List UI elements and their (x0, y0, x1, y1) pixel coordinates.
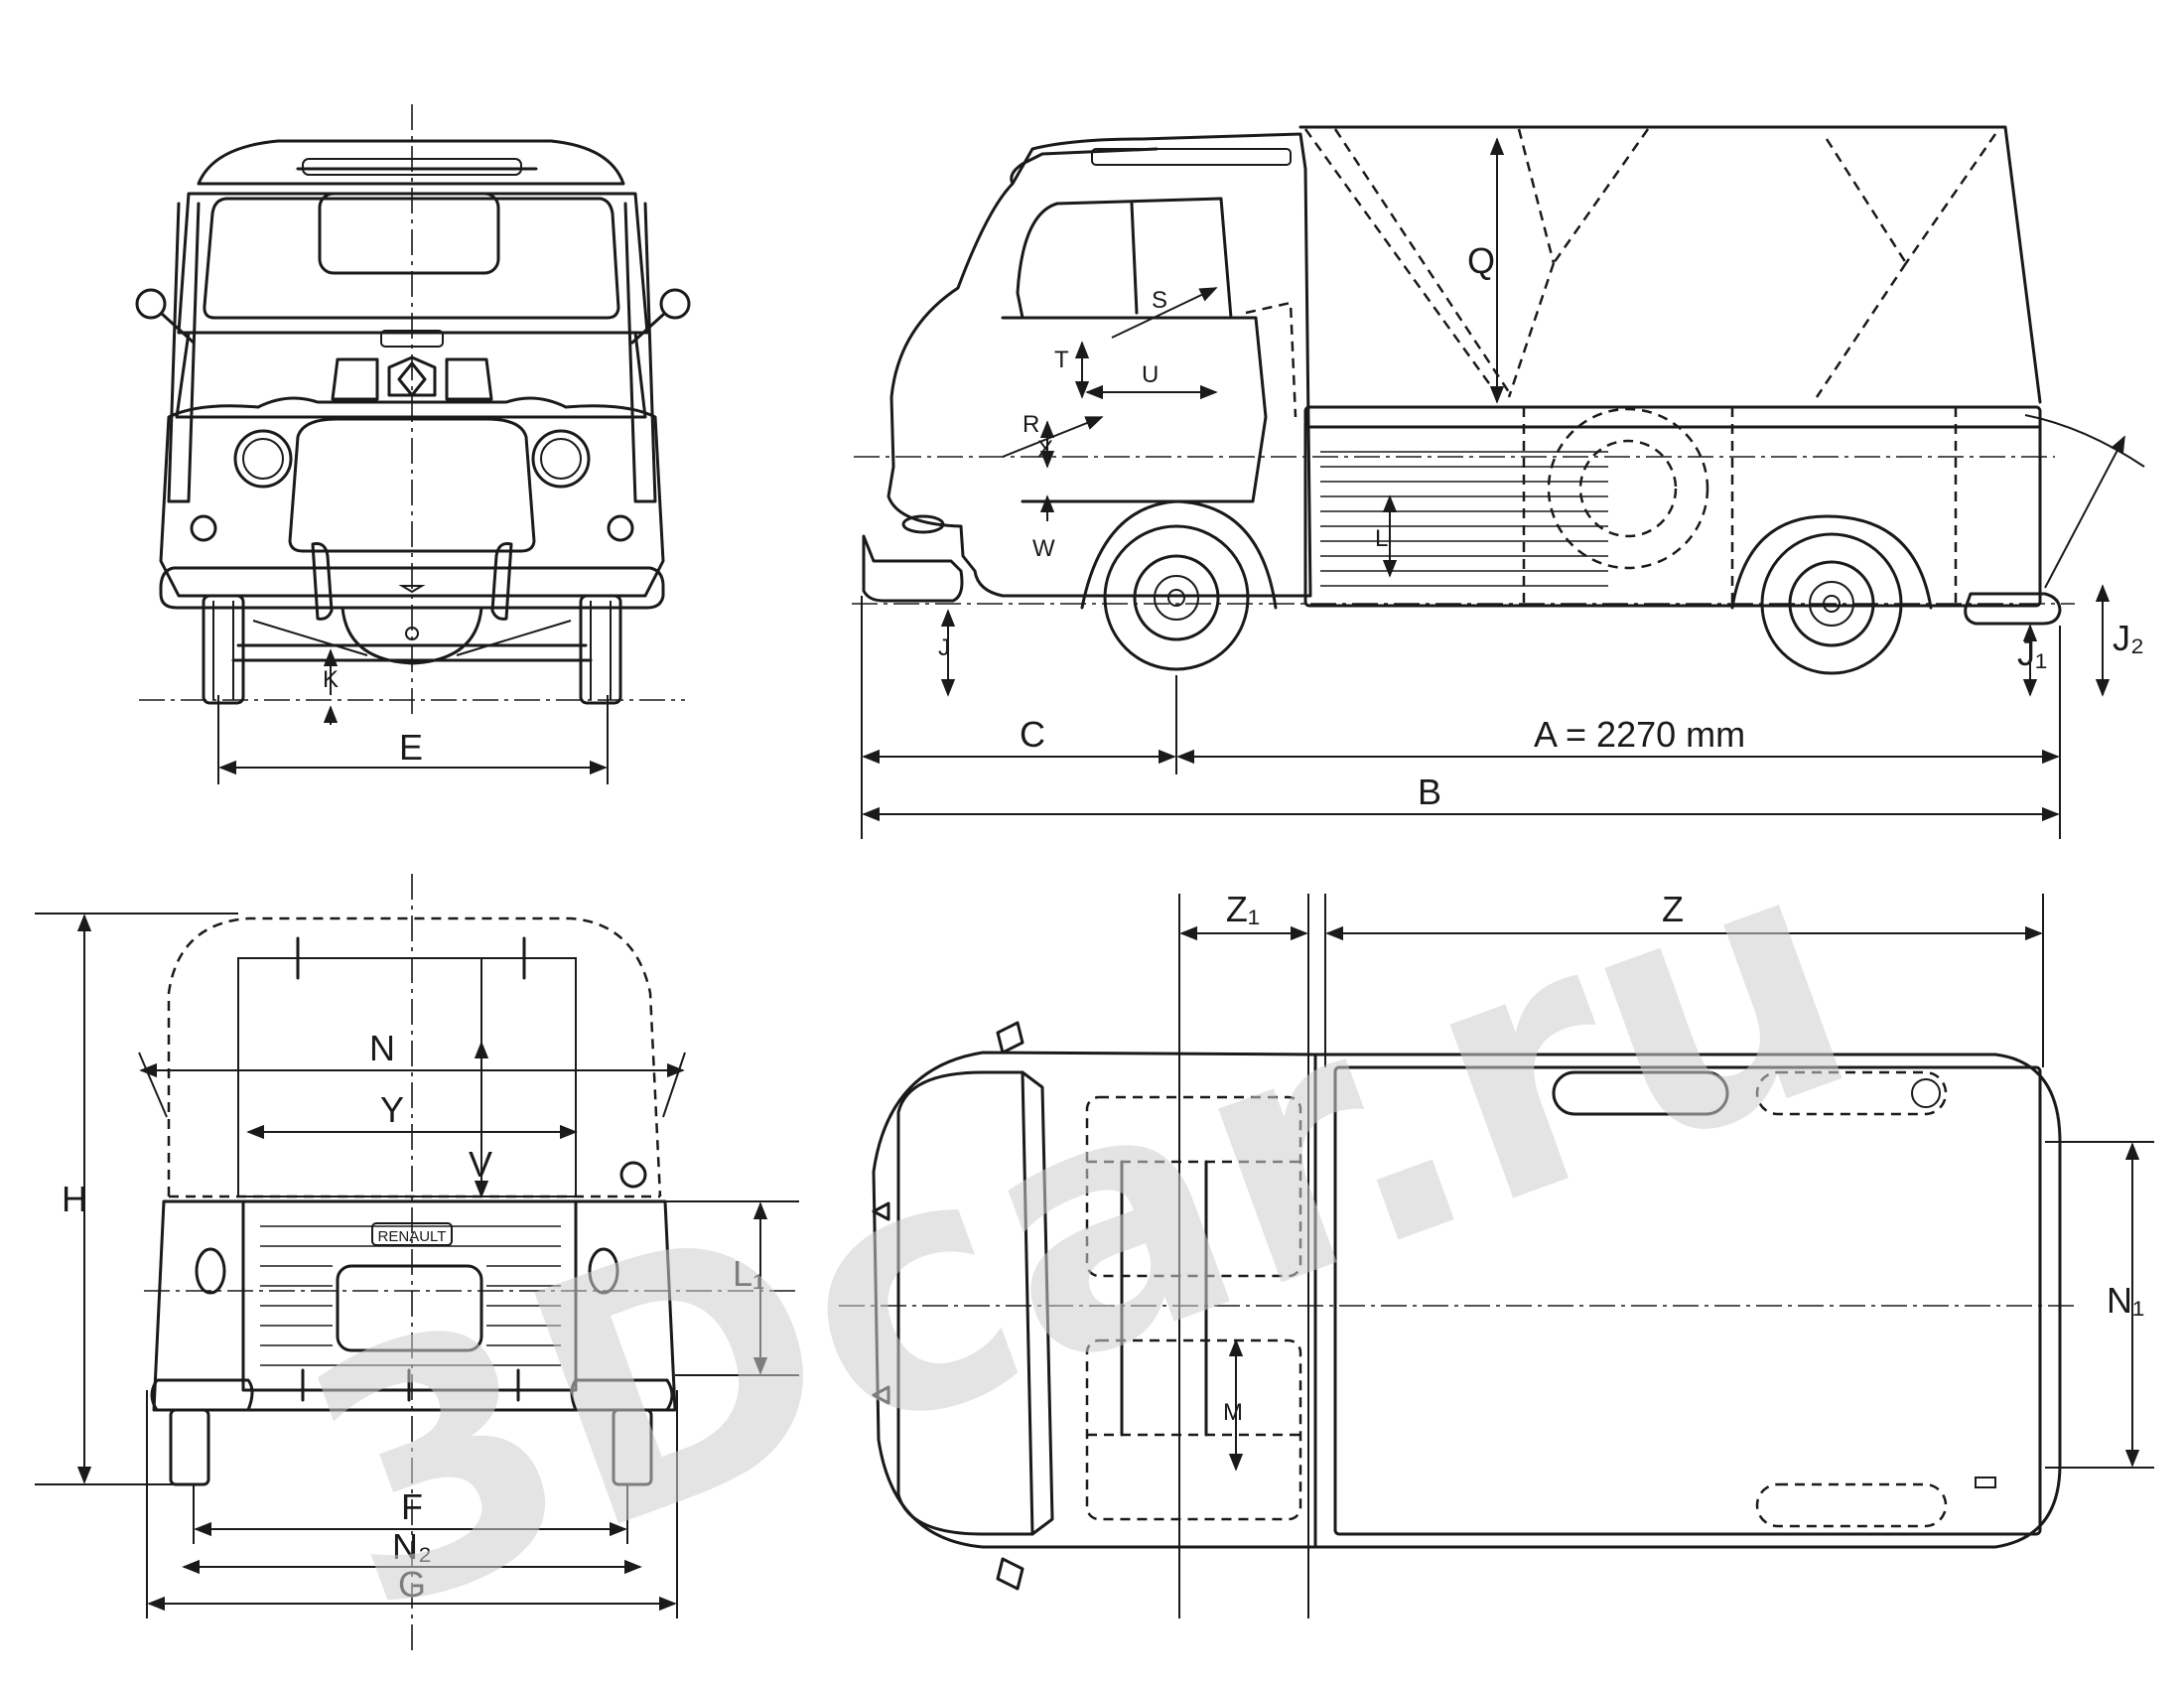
dim-label-x: X (1037, 436, 1053, 463)
dim-label-h: H (62, 1179, 87, 1219)
dim-label-z1: Z₁ (1226, 889, 1260, 929)
dim-label-e: E (399, 727, 423, 768)
dim-label-j2: J₂ (2113, 618, 2144, 658)
dim-label-b: B (1418, 772, 1441, 812)
dim-label-y: Y (380, 1089, 404, 1130)
dim-label-l1: L₁ (733, 1253, 764, 1294)
dim-label-r: R (1023, 411, 1039, 438)
top-view: Z₁ Z N₁ M (839, 889, 2154, 1618)
dim-label-w: W (1032, 535, 1055, 562)
dim-label-j: J (938, 634, 950, 661)
rear-view: RENAULT N Y V H L₁ (35, 874, 799, 1653)
dim-label-q: Q (1467, 240, 1495, 281)
rear-badge-renault: RENAULT (378, 1228, 447, 1245)
dim-label-a-wheelbase: A = 2270 mm (1534, 714, 1745, 755)
front-view: E K (135, 104, 691, 784)
dim-label-s: S (1152, 287, 1167, 314)
dim-label-z: Z (1662, 889, 1684, 929)
dim-label-u: U (1142, 361, 1159, 388)
side-view: Q S T U R X W L J J₁ J₂ C A = 2270 mm B (852, 125, 2145, 839)
dim-label-m: M (1223, 1399, 1243, 1426)
dim-label-t: T (1054, 347, 1069, 373)
dim-label-c: C (1020, 714, 1045, 755)
dim-label-k: K (323, 666, 339, 693)
dim-label-l: L (1375, 525, 1388, 552)
dim-label-f: F (401, 1486, 423, 1527)
dim-label-v: V (469, 1144, 492, 1185)
dim-label-n2: N₂ (392, 1526, 432, 1567)
watermark: 3Dcar.ru (262, 774, 1896, 1688)
dim-label-j1: J₁ (2017, 633, 2047, 673)
renault-diamond-icon (397, 361, 427, 397)
dim-label-n1: N₁ (2107, 1280, 2144, 1321)
dim-label-g: G (398, 1564, 426, 1605)
dim-label-n: N (369, 1028, 395, 1068)
